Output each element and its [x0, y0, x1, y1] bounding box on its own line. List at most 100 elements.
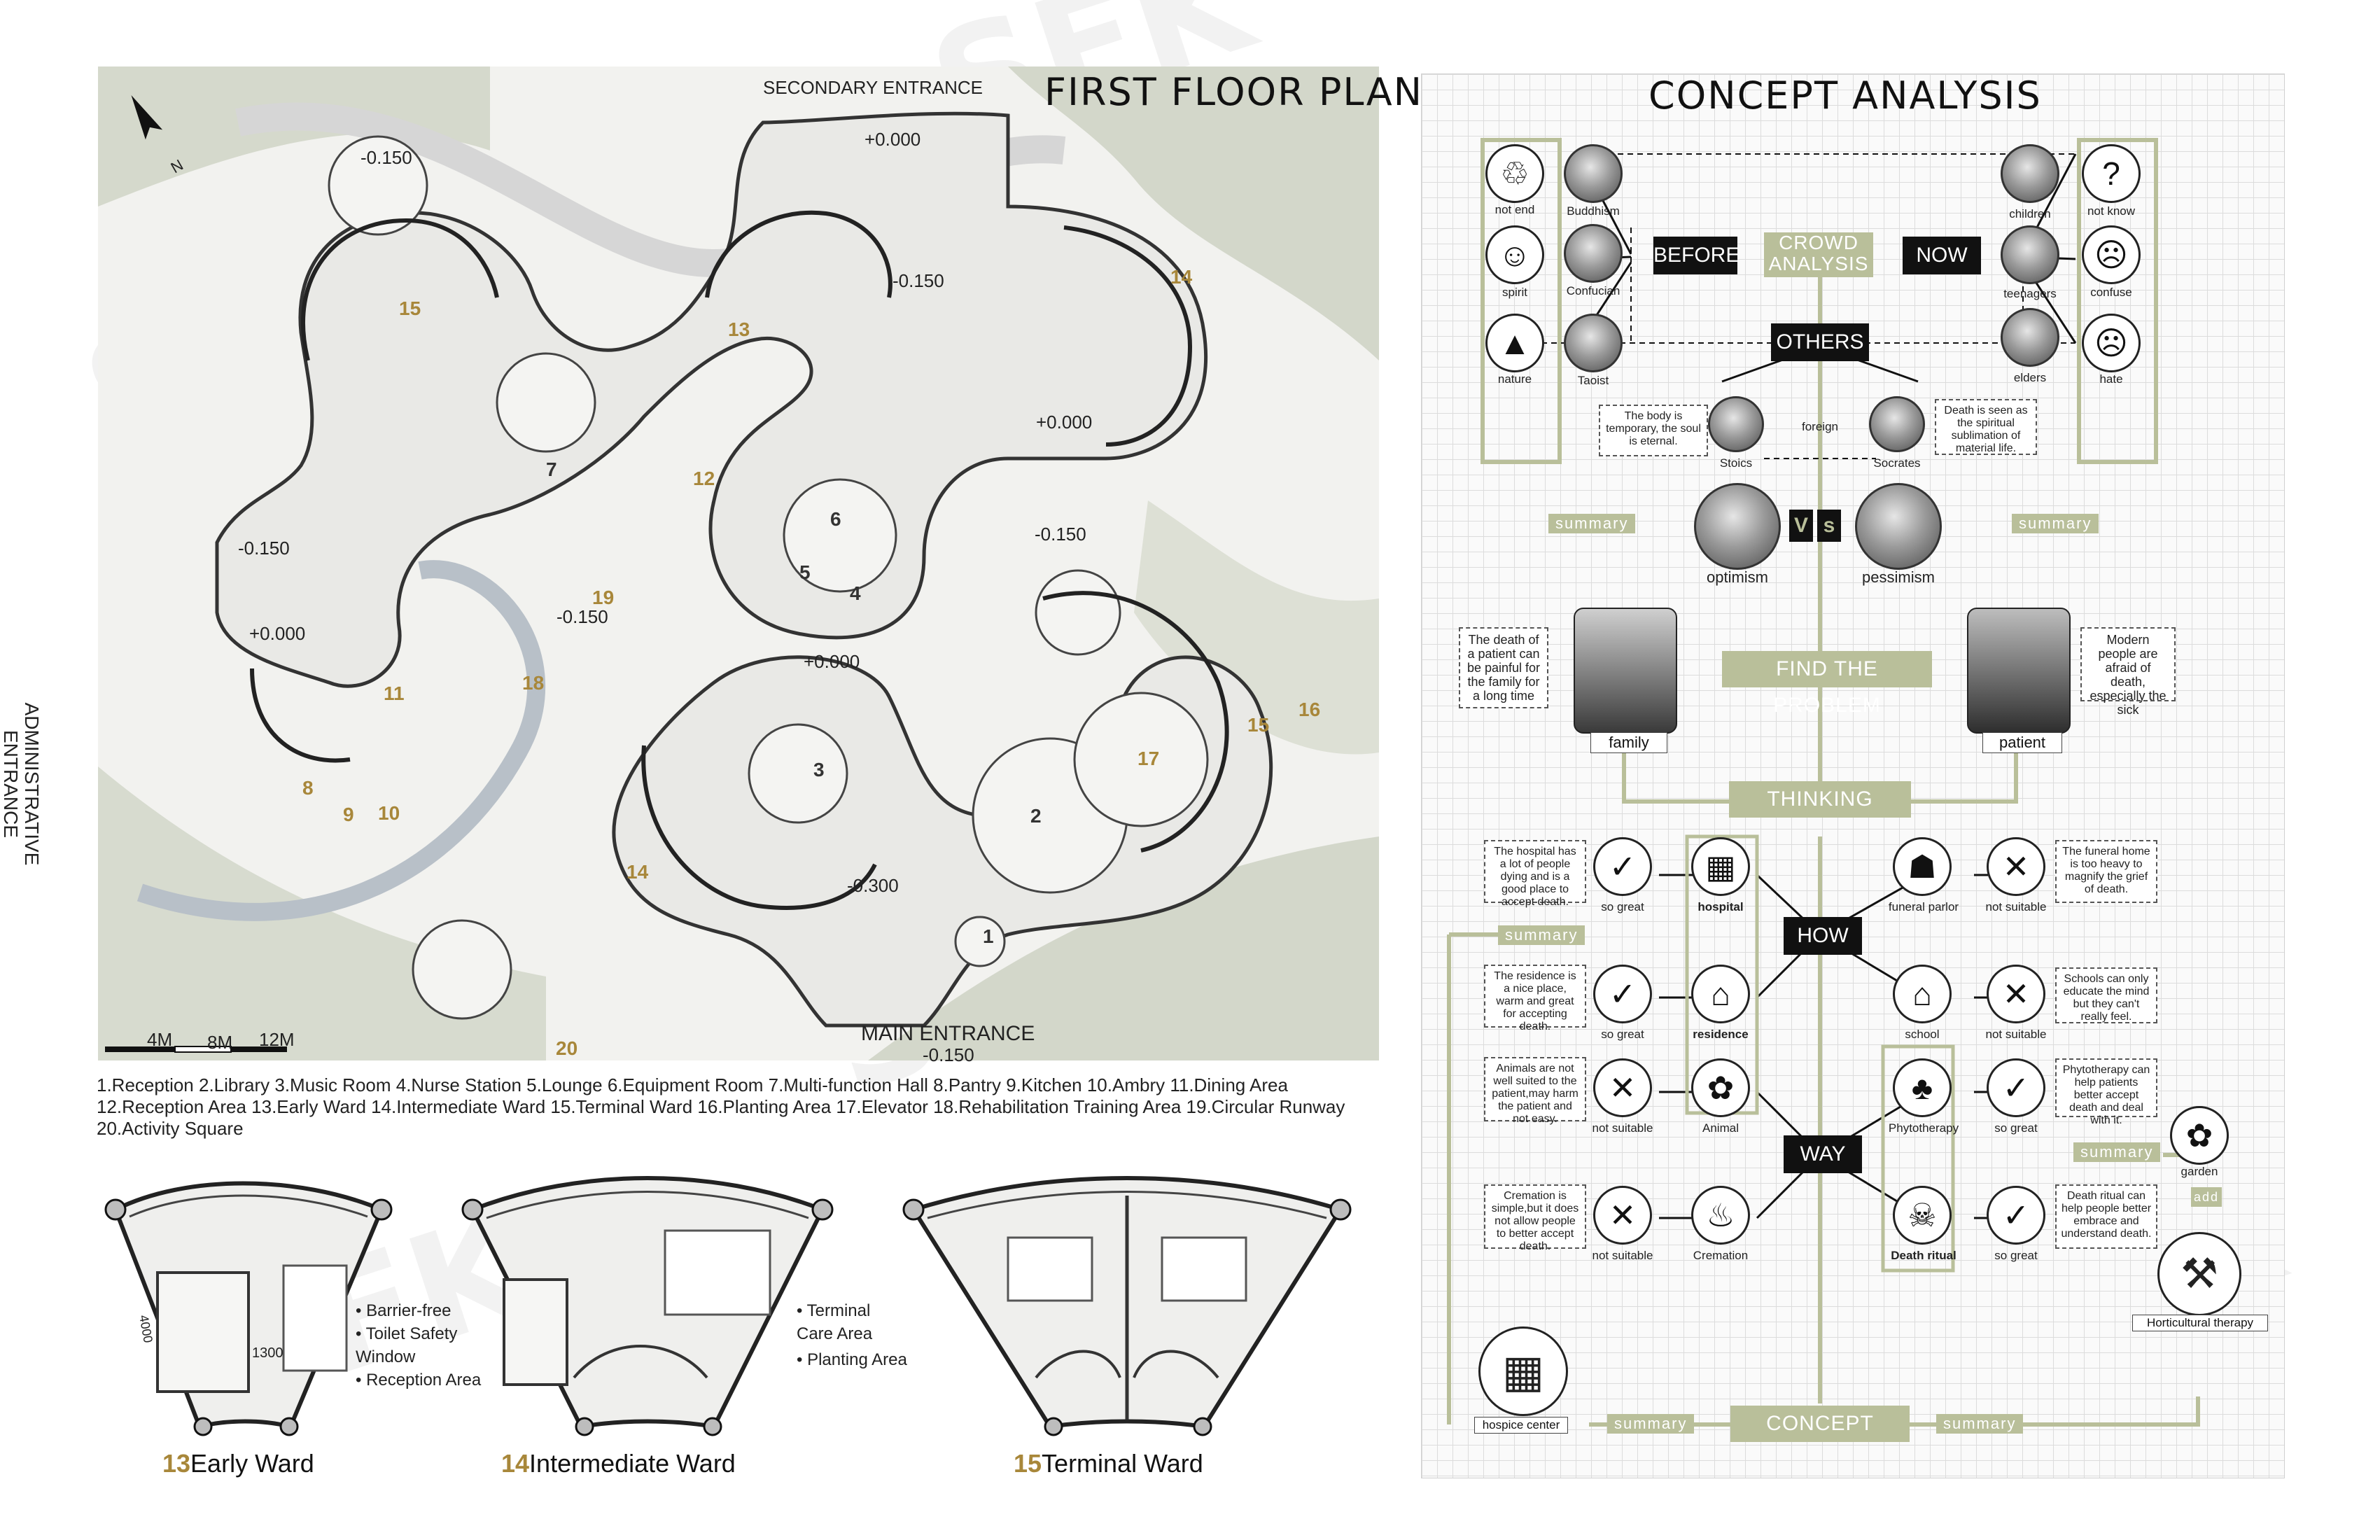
floor-plan [98, 66, 1379, 1060]
vs-v: V [1789, 510, 1813, 542]
skull-icon: ☠ [1893, 1186, 1952, 1245]
stoics-note: The body is temporary, the soul is etern… [1599, 405, 1708, 456]
hospice-icon: ▦ [1478, 1326, 1568, 1416]
intermediate-ward-plan [455, 1168, 836, 1441]
level-mark: -0.150 [892, 270, 944, 291]
floor-plan-title: FIRST FLOOR PLAN [1044, 70, 1424, 114]
mountain-icon: ▲ [1485, 314, 1544, 372]
verdict-label: not suitable [1592, 1249, 1653, 1262]
before-box: BEFORE [1653, 237, 1740, 274]
pessimism-photo [1855, 483, 1942, 570]
room-number: 19 [592, 587, 615, 608]
portrait-caption: children [2009, 207, 2051, 220]
now-box: NOW [1903, 237, 1981, 274]
paw-icon: ✿ [1691, 1058, 1750, 1117]
room-number: 17 [1138, 748, 1160, 769]
verdict-label: so great [1994, 1121, 2038, 1135]
scale-label: 8M [207, 1032, 233, 1053]
hospice-label: hospice center [1474, 1417, 1568, 1434]
early-ward-dimension: 1300 [252, 1345, 284, 1361]
north-arrow [131, 95, 163, 140]
level-mark: +0.000 [864, 129, 921, 150]
cross-icon: ✕ [1987, 965, 2045, 1023]
floor-plan-drawing [98, 66, 1379, 1060]
level-mark: -0.150 [923, 1044, 974, 1065]
sad-face-icon: ☹ [2082, 314, 2141, 372]
early-ward-features: • Barrier-free • Toilet Safety Window • … [356, 1299, 481, 1392]
concept-title: CONCEPT ANALYSIS [1648, 74, 2042, 118]
others-box: OTHERS [1771, 323, 1869, 361]
tree-icon: ♣ [1893, 1058, 1952, 1117]
terminal-ward-drawing [902, 1176, 1352, 1436]
socrates-note: Death is seen as the spiritual sublimati… [1935, 399, 2037, 455]
check-icon: ✓ [1987, 1058, 2045, 1117]
room-number: 20 [556, 1037, 578, 1059]
portrait-caption: Buddhism [1567, 204, 1620, 218]
way-box: WAY [1784, 1135, 1862, 1173]
check-icon: ✓ [1987, 1186, 2045, 1245]
school-note: Schools can only educate the mind but th… [2055, 967, 2157, 1023]
level-mark: -0.150 [556, 606, 608, 627]
room-legend-line: 1.Reception 2.Library 3.Music Room 4.Nur… [97, 1074, 1288, 1096]
cross-icon: ✕ [1987, 837, 2045, 896]
verdict-label: so great [1601, 1028, 1644, 1041]
pessimism-label: pessimism [1862, 568, 1935, 586]
flower-icon: ✿ [2170, 1106, 2229, 1165]
confused-face-icon: ☹ [2082, 225, 2141, 284]
crowd-analysis-box: CROWD ANALYSIS [1764, 232, 1873, 277]
add-tag: add [2191, 1187, 2222, 1207]
school-icon: ⌂ [1893, 965, 1952, 1023]
room-number: 8 [302, 777, 314, 799]
verdict-label: so great [1601, 900, 1644, 913]
phyto-note: Phytotherapy can help patients better ac… [2055, 1058, 2157, 1126]
concept-connectors [1447, 138, 2212, 1427]
cross-icon: ✕ [1593, 1186, 1652, 1245]
room-number: 18 [522, 672, 545, 694]
question-icon: ? [2082, 144, 2141, 203]
scale-label: 12M [259, 1029, 295, 1050]
residence-note: The residence is a nice place, warm and … [1484, 965, 1586, 1032]
verdict-label: so great [1994, 1249, 2038, 1262]
room-number: 16 [1298, 699, 1321, 720]
summary-tag: summary [1548, 514, 1636, 533]
concept-box: CONCEPT [1730, 1406, 1910, 1442]
room-number: 10 [378, 802, 400, 824]
intermediate-ward-drawing [461, 1176, 834, 1436]
feature-item: • Terminal Care Area [797, 1301, 873, 1343]
horticultural-label: Horticultural therapy [2132, 1315, 2268, 1331]
optimism-label: optimism [1706, 568, 1768, 586]
level-mark: +0.000 [249, 623, 306, 644]
feature-item: • Reception Area [356, 1371, 482, 1390]
level-mark: -0.150 [1035, 524, 1086, 545]
main-entrance-label: MAIN ENTRANCE [861, 1022, 1035, 1045]
option-label: Phytotherapy [1888, 1121, 1959, 1135]
taoist-portrait [1564, 314, 1623, 372]
teenagers-portrait [2001, 225, 2059, 284]
check-icon: ✓ [1593, 965, 1652, 1023]
verdict-label: not suitable [1985, 1028, 2047, 1041]
ward-number: 13 [162, 1449, 191, 1478]
ritual-note: Death ritual can help people better embr… [2055, 1184, 2157, 1249]
vs-s: s [1817, 510, 1841, 542]
room-number: 15 [399, 298, 421, 319]
fire-icon: ♨ [1691, 1186, 1750, 1245]
portrait-caption: teenagers [2003, 287, 2057, 300]
icon-caption: nature [1497, 372, 1532, 386]
room-legend-line: 12.Reception Area 13.Early Ward 14.Inter… [97, 1096, 1345, 1117]
tombstone-icon: ☗ [1893, 837, 1952, 896]
intermediate-ward-features: • Terminal Care Area • Planting Area [797, 1299, 907, 1371]
level-mark: -0.300 [847, 875, 899, 896]
socrates-portrait [1869, 396, 1925, 452]
terminal-ward-plan [896, 1168, 1358, 1441]
portrait-caption: Socrates [1873, 456, 1921, 470]
room-number: 2 [1030, 805, 1042, 827]
cremation-note: Cremation is simple,but it does not allo… [1484, 1184, 1586, 1252]
room-number: 14 [1170, 266, 1193, 288]
gardener-icon: ⚒ [2157, 1232, 2241, 1316]
hospital-note: The hospital has a lot of people dying a… [1484, 840, 1586, 908]
early-ward-plan [102, 1168, 396, 1441]
summary-tag: summary [1936, 1414, 2024, 1434]
level-mark: +0.000 [1036, 412, 1093, 433]
room-number: 12 [693, 468, 715, 489]
thinking-box: THINKING [1729, 781, 1911, 818]
